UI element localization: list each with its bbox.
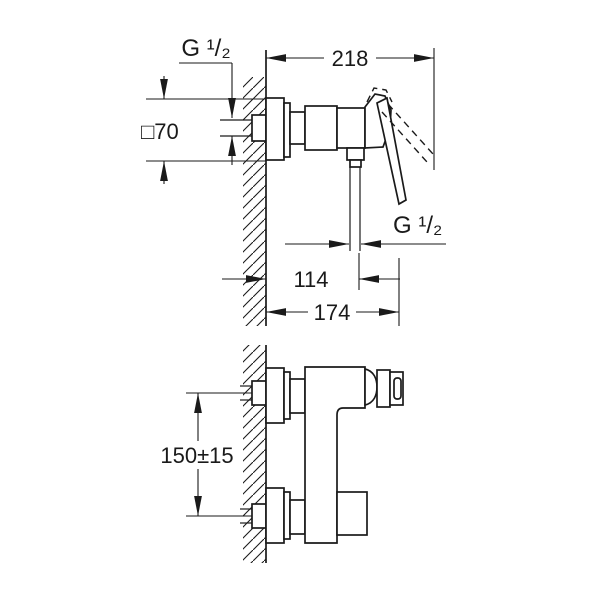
connection-spacing-label: 150±15 [160,443,233,468]
upper-escutcheon-rim [283,371,291,420]
cartridge-housing [336,107,366,149]
inlet-thread-label: G ¹/₂ [181,35,230,62]
upper-escutcheon [265,367,285,424]
wall-section-plan [243,345,267,563]
dimension-inlet-thread: G ¹/₂ [179,35,236,165]
dimension-outlet-distance-114: 114 [222,253,400,292]
supply-nipple [251,114,267,142]
lower-connection-stub [289,499,306,535]
supply-pipe-side [220,114,267,142]
escutcheon-rim [283,102,291,158]
lever-slot [393,377,402,400]
outlet-thread-label: G ¹/₂ [393,212,442,239]
mixer-body-side [265,87,434,251]
lower-escutcheon-rim [283,491,291,540]
dimension-escutcheon-70: □70 [141,76,266,184]
cartridge-dome [364,367,378,407]
lower-connection [240,487,306,544]
body-depth-label: 174 [314,300,351,325]
outlet-distance-label: 114 [293,267,328,292]
plan-view: 150±15 [160,345,404,563]
overall-depth-label: 218 [332,46,369,71]
body-slab [304,366,366,544]
escutcheon [265,97,285,161]
upper-nipple [251,380,267,406]
dimension-outlet-thread: G ¹/₂ [285,212,446,248]
mixer-body-plan [304,366,404,544]
upper-connection-stub [289,378,306,414]
valve-sleeve [304,105,338,151]
upper-connection [240,367,306,424]
outlet-block [336,491,368,536]
lever-handle [376,96,407,206]
dimension-body-depth-174: 174 [266,258,400,326]
outlet-stub [346,147,365,161]
lower-escutcheon [265,487,285,544]
outlet-collar [349,159,362,168]
side-view: G ¹/₂ □70 218 G ¹/₂ [141,35,446,326]
connection-stub [289,111,306,145]
escutcheon-size-label: □70 [141,119,179,144]
wall-section-side [243,50,267,326]
wall-hatching-plan [243,345,266,563]
dimension-connection-spacing-150: 150±15 [160,392,252,517]
handle-cap-plan [376,369,391,408]
lower-nipple [251,503,267,529]
dimension-overall-depth-218: 218 [266,46,435,170]
